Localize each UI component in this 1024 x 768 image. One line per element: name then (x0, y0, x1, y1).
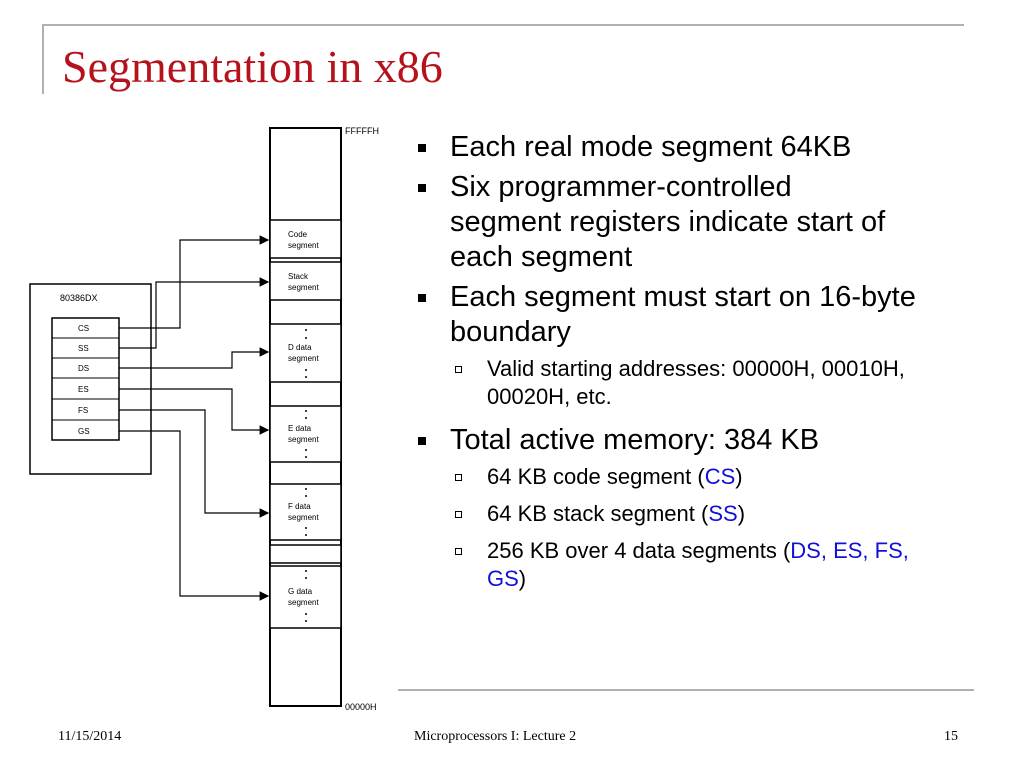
top-address-label: FFFFFH (345, 126, 379, 136)
segmentation-diagram: FFFFFH 00000H Code segment Stack segment… (29, 126, 379, 712)
bullet-segment-registers: Six programmer-controlled segment regist… (408, 170, 910, 275)
register-es: ES (78, 385, 89, 394)
bullet-square-icon (418, 144, 426, 152)
register-cs: CS (78, 324, 89, 333)
subbullet-code-segment: 64 KB code segment (CS) (408, 463, 1008, 491)
arrow-ss (119, 277, 270, 349)
subbullet-data-segments: 256 KB over 4 data segments (DS, ES, FS,… (408, 537, 927, 593)
arrow-ds (119, 347, 270, 369)
bullet-segment-size: Each real mode segment 64KB (408, 130, 1008, 165)
register-fs: FS (78, 406, 88, 415)
svg-text:E data: E data (288, 424, 312, 433)
footer-date: 11/15/2014 (58, 729, 122, 744)
memory-segment-f-data: F data segment (269, 483, 342, 541)
register-gs: GS (78, 427, 90, 436)
memory-segment-e-data: E data segment (269, 405, 342, 463)
hollow-square-bullet-icon (455, 474, 462, 481)
arrow-es (119, 388, 270, 435)
svg-text:Code: Code (288, 230, 308, 239)
svg-text:G data: G data (288, 587, 313, 596)
frame-left-rule (42, 24, 44, 94)
bullet-square-icon (418, 184, 426, 192)
subbullet-stack-segment: 64 KB stack segment (SS) (408, 500, 1008, 528)
hollow-square-bullet-icon (455, 548, 462, 555)
bullet-square-icon (418, 294, 426, 302)
svg-text:segment: segment (288, 598, 319, 607)
svg-text:Stack: Stack (288, 272, 309, 281)
memory-segment-code: Code segment (269, 219, 342, 259)
memory-segment-g-data: G data segment (269, 565, 342, 629)
bullet-list: Each real mode segment 64KB Six programm… (408, 130, 1008, 602)
bullet-16-byte-boundary: Each segment must start on 16-byte bound… (408, 280, 950, 350)
svg-text:segment: segment (288, 513, 319, 522)
register-ss: SS (78, 344, 89, 353)
arrow-cs (119, 235, 270, 329)
slide-title: Segmentation in x86 (62, 41, 443, 92)
arrow-gs (119, 430, 270, 601)
svg-text:segment: segment (288, 354, 319, 363)
frame-top-rule (42, 24, 964, 26)
arrow-fs (119, 409, 270, 518)
svg-text:segment: segment (288, 241, 319, 250)
hollow-square-bullet-icon (455, 366, 462, 373)
pointer-arrows (119, 235, 270, 601)
memory-segment-d-data: D data segment (269, 323, 342, 383)
subbullet-valid-addresses: Valid starting addresses: 00000H, 00010H… (408, 355, 967, 411)
register-stack: CS SS DS ES FS GS (51, 317, 120, 441)
footer-page-number: 15 (944, 729, 958, 744)
svg-text:F data: F data (288, 502, 311, 511)
frame-bottom-rule (398, 689, 974, 691)
footer-course: Microprocessors I: Lecture 2 (414, 729, 577, 744)
register-ds: DS (78, 364, 89, 373)
cpu-label: 80386DX (60, 293, 98, 303)
hollow-square-bullet-icon (455, 511, 462, 518)
bullet-square-icon (418, 437, 426, 445)
memory-segment-stack: Stack segment (269, 261, 342, 301)
bullet-total-memory: Total active memory: 384 KB (408, 423, 1008, 458)
svg-text:D data: D data (288, 343, 312, 352)
svg-text:segment: segment (288, 435, 319, 444)
bottom-address-label: 00000H (345, 702, 377, 712)
svg-text:segment: segment (288, 283, 319, 292)
